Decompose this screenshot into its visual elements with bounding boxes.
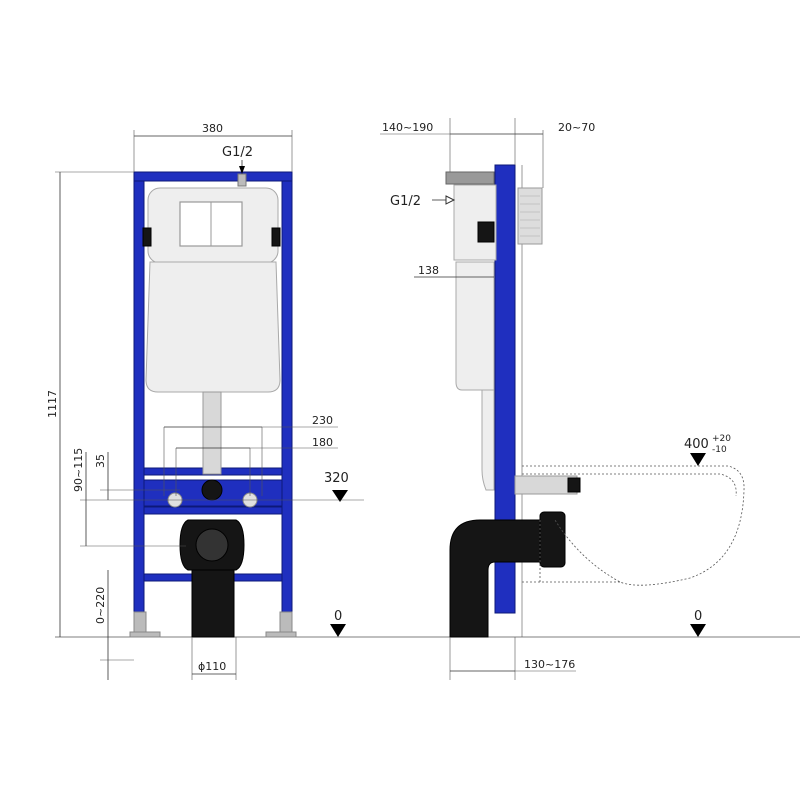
front-span-outer-label: 230 [312,414,333,427]
front-offset-small-label: 35 [94,454,107,468]
side-flush-pipe [481,389,495,491]
front-level-label: 320 [324,471,349,486]
side-drain-flange [539,511,566,568]
side-floor-label: 0 [694,609,702,624]
front-level-arrow [332,490,348,502]
front-span-inner-label: 180 [312,436,333,449]
front-clamp-right [271,227,281,247]
front-clamp-left [142,227,152,247]
side-inlet-arrow [445,195,456,205]
front-floor-arrow [330,624,346,637]
side-bowl-height-label: 400 [684,437,709,452]
front-width-label: 380 [202,122,223,135]
side-cistern-body [455,261,495,391]
front-drain-label: ϕ110 [198,660,226,673]
side-bowl-tol-plus: +20 [712,434,731,444]
side-bowl-arrow [690,453,706,466]
side-view: 140~190 20~70 G1/2 138 400 +20 -10 0 130… [380,118,745,680]
side-base-label: 130~176 [524,658,575,671]
front-frame-lower-bar [143,506,283,515]
front-inlet-valve [237,173,247,187]
side-depth-label: 140~190 [382,121,433,134]
side-clamp [477,221,495,243]
front-outlet-height-label: 90~115 [72,448,85,492]
side-inlet-label: G1/2 [390,194,421,209]
front-frame-top-bar [133,171,293,182]
front-drain-pipe [191,569,235,638]
side-wall-label: 20~70 [558,121,595,134]
side-floor-arrow [690,624,706,637]
side-frame-post [494,164,516,614]
side-connector-cap [567,477,581,493]
front-height-label: 1117 [46,390,59,418]
side-wall-bracket [517,187,543,245]
front-inlet-label: G1/2 [222,145,253,160]
front-drain-opening [195,528,229,562]
front-frame-right-post [281,171,293,613]
side-tank-depth-label: 138 [418,264,439,277]
front-floor-label: 0 [334,609,342,624]
side-inlet-valve [445,171,495,185]
front-flush-pipe [202,391,222,475]
front-adjust-label: 0~220 [94,587,107,624]
front-foot-plate-left [129,631,161,638]
front-foot-plate-right [265,631,297,638]
front-cistern-body [145,261,281,393]
side-bowl-outline [522,465,745,586]
front-center-outlet [201,479,223,501]
side-bowl-tol-minus: -10 [712,445,727,455]
front-view: 380 G1/2 1117 230 180 35 90~115 320 [46,122,364,680]
